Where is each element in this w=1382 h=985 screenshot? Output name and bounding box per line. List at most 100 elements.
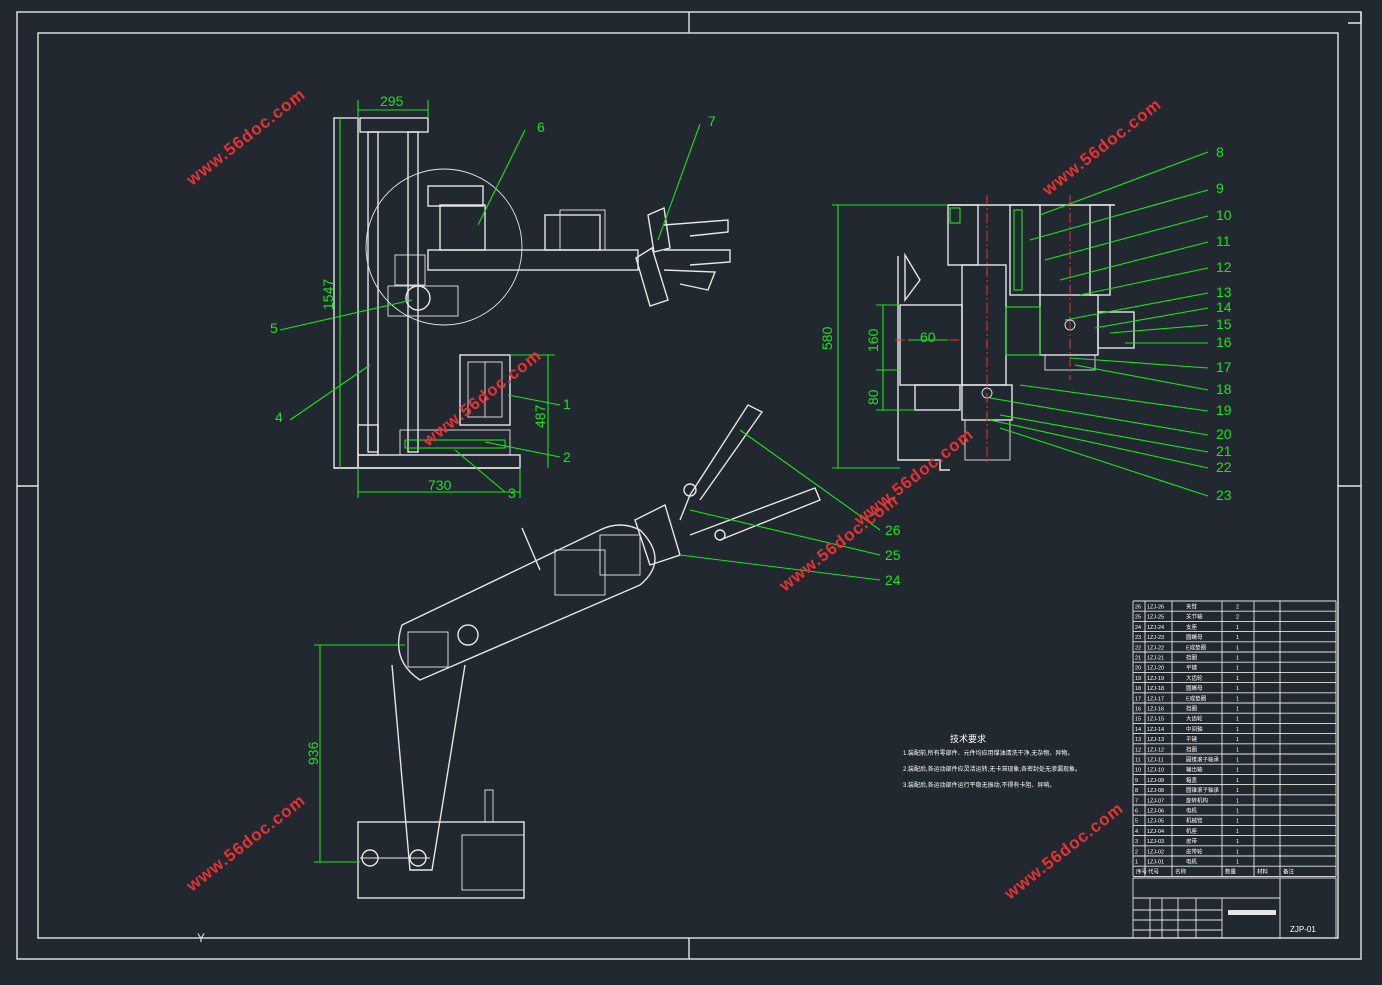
bom-row-qty: 1	[1236, 707, 1239, 713]
bom-row-name: 夹臂	[1186, 603, 1198, 611]
bom-row-no: 26	[1135, 605, 1141, 611]
bom-row-qty: 1	[1236, 696, 1239, 702]
bom-row-qty: 2	[1236, 615, 1239, 621]
balloon-25: 25	[885, 547, 901, 563]
dim-60: 60	[920, 329, 936, 345]
bom-row-code: 1ZJ-01	[1147, 860, 1164, 866]
bom-row-name: 中间轴	[1186, 725, 1203, 733]
bom-row-qty: 1	[1236, 666, 1239, 672]
bom-row-code: 1ZJ-10	[1147, 768, 1164, 774]
bom-row-code: 1ZJ-21	[1147, 656, 1164, 662]
bom-row-qty: 1	[1236, 849, 1239, 855]
bom-row-code: 1ZJ-17	[1147, 696, 1164, 702]
bom-header-cell: 备注	[1283, 868, 1295, 876]
bom-row-no: 10	[1135, 768, 1141, 774]
balloon-8: 8	[1216, 144, 1224, 160]
gearbox-section-view	[832, 195, 1135, 471]
bom-header-cell: 序号	[1136, 868, 1148, 876]
bom-row-no: 22	[1135, 645, 1141, 651]
bom-row-code: 1ZJ-15	[1147, 717, 1164, 723]
bom-header-cell: 材料	[1257, 868, 1269, 876]
balloon-19: 19	[1216, 402, 1232, 418]
bom-row-qty: 1	[1236, 727, 1239, 733]
bom-row-qty: 1	[1236, 839, 1239, 845]
balloon-2: 2	[563, 449, 571, 465]
bom-row-name: 输出轴	[1186, 766, 1203, 774]
bom-row-qty: 1	[1236, 758, 1239, 764]
bom-row-no: 16	[1135, 707, 1141, 713]
balloon-11: 11	[1216, 233, 1231, 249]
balloon-10: 10	[1216, 207, 1232, 223]
bom-row-code: 1ZJ-12	[1147, 747, 1164, 753]
bom-row-code: 1ZJ-14	[1147, 727, 1164, 733]
bom-row-code: 1ZJ-06	[1147, 809, 1164, 815]
dim-1547: 1547	[320, 279, 336, 310]
bom-row-name: 机械臂	[1186, 817, 1203, 825]
bom-row-no: 2	[1135, 849, 1138, 855]
balloon-22: 22	[1216, 459, 1232, 475]
balloon-7: 7	[708, 113, 716, 129]
bom-row-code: 1ZJ-08	[1147, 788, 1164, 794]
bom-row-qty: 1	[1236, 809, 1239, 815]
balloon-6: 6	[537, 119, 545, 135]
bom-row-name: 大齿轮	[1186, 674, 1203, 682]
title-block: ZJP-01	[1132, 877, 1337, 939]
bom-row-code: 1ZJ-02	[1147, 849, 1164, 855]
dim-295: 295	[380, 93, 404, 109]
bom-row-qty: 1	[1236, 778, 1239, 784]
bom-row-name: 平键	[1186, 664, 1198, 672]
bom-row-qty: 1	[1236, 635, 1239, 641]
bom-row-qty: 1	[1236, 860, 1239, 866]
bom-row-no: 3	[1135, 839, 1138, 845]
bom-row-code: 1ZJ-19	[1147, 676, 1164, 682]
bom-row-qty: 1	[1236, 686, 1239, 692]
bom-row-name: 电机	[1186, 807, 1198, 815]
bom-row-qty: 1	[1236, 717, 1239, 723]
bom-row-code: 1ZJ-26	[1147, 605, 1164, 611]
bom-row-qty: 1	[1236, 737, 1239, 743]
balloon-20: 20	[1216, 426, 1232, 442]
balloon-21: 21	[1216, 443, 1232, 459]
bom-row-name: 电机	[1186, 858, 1198, 866]
bom-row-name: 圆锥滚子轴承	[1186, 756, 1220, 764]
watermarks: www.56doc.com www.56doc.com www.56doc.co…	[182, 85, 1165, 904]
bom-row-no: 23	[1135, 635, 1141, 641]
bom-row-no: 5	[1135, 819, 1138, 825]
bom-row-name: 挡圈	[1186, 705, 1198, 713]
bom-row-qty: 1	[1236, 819, 1239, 825]
bom-header-cell: 数量	[1225, 868, 1237, 876]
bom-row-code: 1ZJ-16	[1147, 707, 1164, 713]
balloon-13: 13	[1216, 284, 1232, 300]
bom-row-no: 9	[1135, 778, 1138, 784]
bom-row-code: 1ZJ-04	[1147, 829, 1164, 835]
watermark-1: www.56doc.com	[182, 85, 309, 190]
bom-row-code: 1ZJ-23	[1147, 635, 1164, 641]
bom-row-name: 支座	[1186, 623, 1198, 631]
bom-row-code: 1ZJ-22	[1147, 645, 1164, 651]
bom-row-qty: 1	[1236, 645, 1239, 651]
watermark-2: www.56doc.com	[1038, 95, 1165, 200]
bom-row-qty: 1	[1236, 768, 1239, 774]
bom-row-no: 14	[1135, 727, 1141, 733]
watermark-6: www.56doc.com	[182, 791, 309, 896]
bom-row-qty: 1	[1236, 676, 1239, 682]
bom-row-code: 1ZJ-09	[1147, 778, 1164, 784]
column-robot-view	[333, 100, 731, 498]
bom-row-name: 旋转机构	[1186, 796, 1209, 804]
dim-936: 936	[305, 741, 321, 765]
balloon-26: 26	[885, 522, 901, 538]
bom-row-no: 1	[1135, 860, 1138, 866]
balloon-5: 5	[270, 320, 278, 336]
bom-row-name: 挡圈	[1186, 654, 1198, 662]
balloon-9: 9	[1216, 180, 1224, 196]
bom-row-name: 大齿轮	[1186, 715, 1203, 723]
watermark-7: www.56doc.com	[1000, 799, 1127, 904]
balloon-numbers: 1 2 3 4 5 6 7 8 9 10 11 12 13 14 15 16 1…	[270, 113, 1232, 588]
tech-requirements-title: 技术要求	[950, 733, 986, 744]
bom-row-name: 平键	[1186, 735, 1198, 743]
bom-row-qty: 1	[1236, 656, 1239, 662]
sheet-frame: Y	[16, 11, 1362, 960]
bom-row-name: 机座	[1186, 827, 1198, 835]
